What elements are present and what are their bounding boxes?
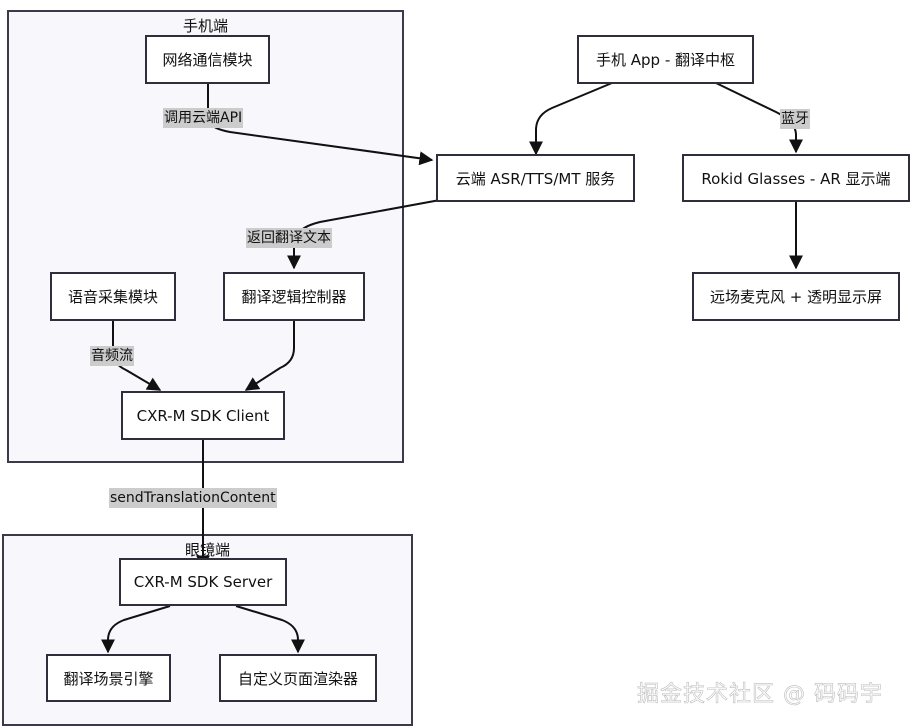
edge-label-audio-stream: 音频流: [90, 346, 134, 366]
edge-label-bluetooth: 蓝牙: [780, 109, 810, 129]
rokid-glasses-node: Rokid Glasses - AR 显示端: [682, 154, 910, 202]
scene-engine-node: 翻译场景引擎: [46, 654, 171, 702]
mic-display-node: 远场麦克风 + 透明显示屏: [692, 272, 900, 321]
phone-group-title: 手机端: [182, 17, 228, 35]
glasses-group-title: 眼镜端: [184, 541, 230, 559]
edge-label-return-text: 返回翻译文本: [246, 228, 332, 248]
sdk-server-node: CXR-M SDK Server: [119, 558, 287, 606]
translation-controller-node: 翻译逻辑控制器: [223, 272, 365, 321]
cloud-service-node: 云端 ASR/TTS/MT 服务: [436, 154, 635, 202]
edge-label-call-api: 调用云端API: [163, 108, 244, 128]
network-module-node: 网络通信模块: [145, 35, 270, 84]
edge-hub-to-cloud: [529, 82, 613, 156]
phone-app-hub-node: 手机 App - 翻译中枢: [577, 35, 754, 84]
sdk-client-node: CXR-M SDK Client: [121, 391, 285, 440]
page-renderer-node: 自定义页面渲染器: [219, 654, 377, 702]
edge-label-send-translation: sendTranslationContent: [109, 488, 277, 508]
voice-capture-node: 语音采集模块: [50, 272, 176, 321]
watermark: 掘金技术社区 @ 码码宇: [637, 682, 883, 708]
